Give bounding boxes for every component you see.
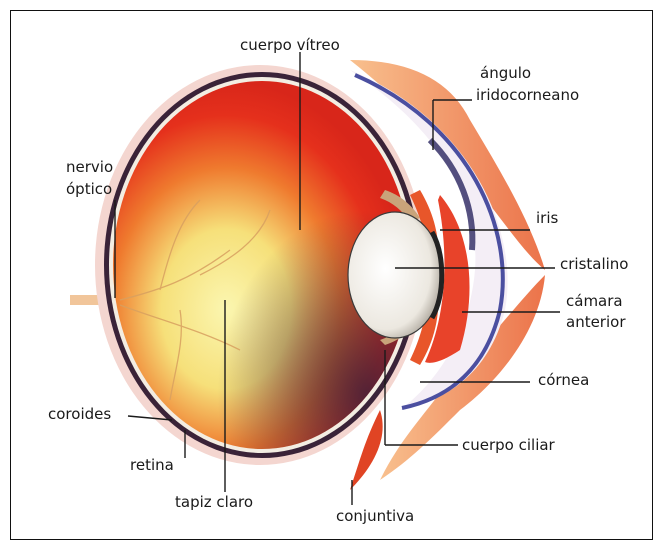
label-nervio-line2: óptico: [66, 180, 112, 199]
label-cuerpo-ciliar: cuerpo ciliar: [462, 436, 555, 455]
label-conjuntiva: conjuntiva: [336, 507, 414, 526]
label-tapiz-claro: tapiz claro: [175, 493, 253, 512]
label-cornea: córnea: [538, 371, 589, 390]
lens: [348, 212, 442, 338]
label-cuerpo-vitreo: cuerpo vítreo: [240, 36, 340, 55]
label-camara-line2: anterior: [566, 313, 626, 332]
label-angulo-line2: iridocorneano: [476, 86, 579, 105]
label-retina: retina: [130, 456, 174, 475]
label-cristalino: cristalino: [560, 255, 629, 274]
label-nervio-line1: nervio: [66, 158, 113, 177]
label-camara-line1: cámara: [566, 292, 623, 311]
label-angulo-line1: ángulo: [480, 64, 531, 83]
label-coroides: coroides: [48, 405, 111, 424]
label-iris: iris: [536, 209, 558, 228]
